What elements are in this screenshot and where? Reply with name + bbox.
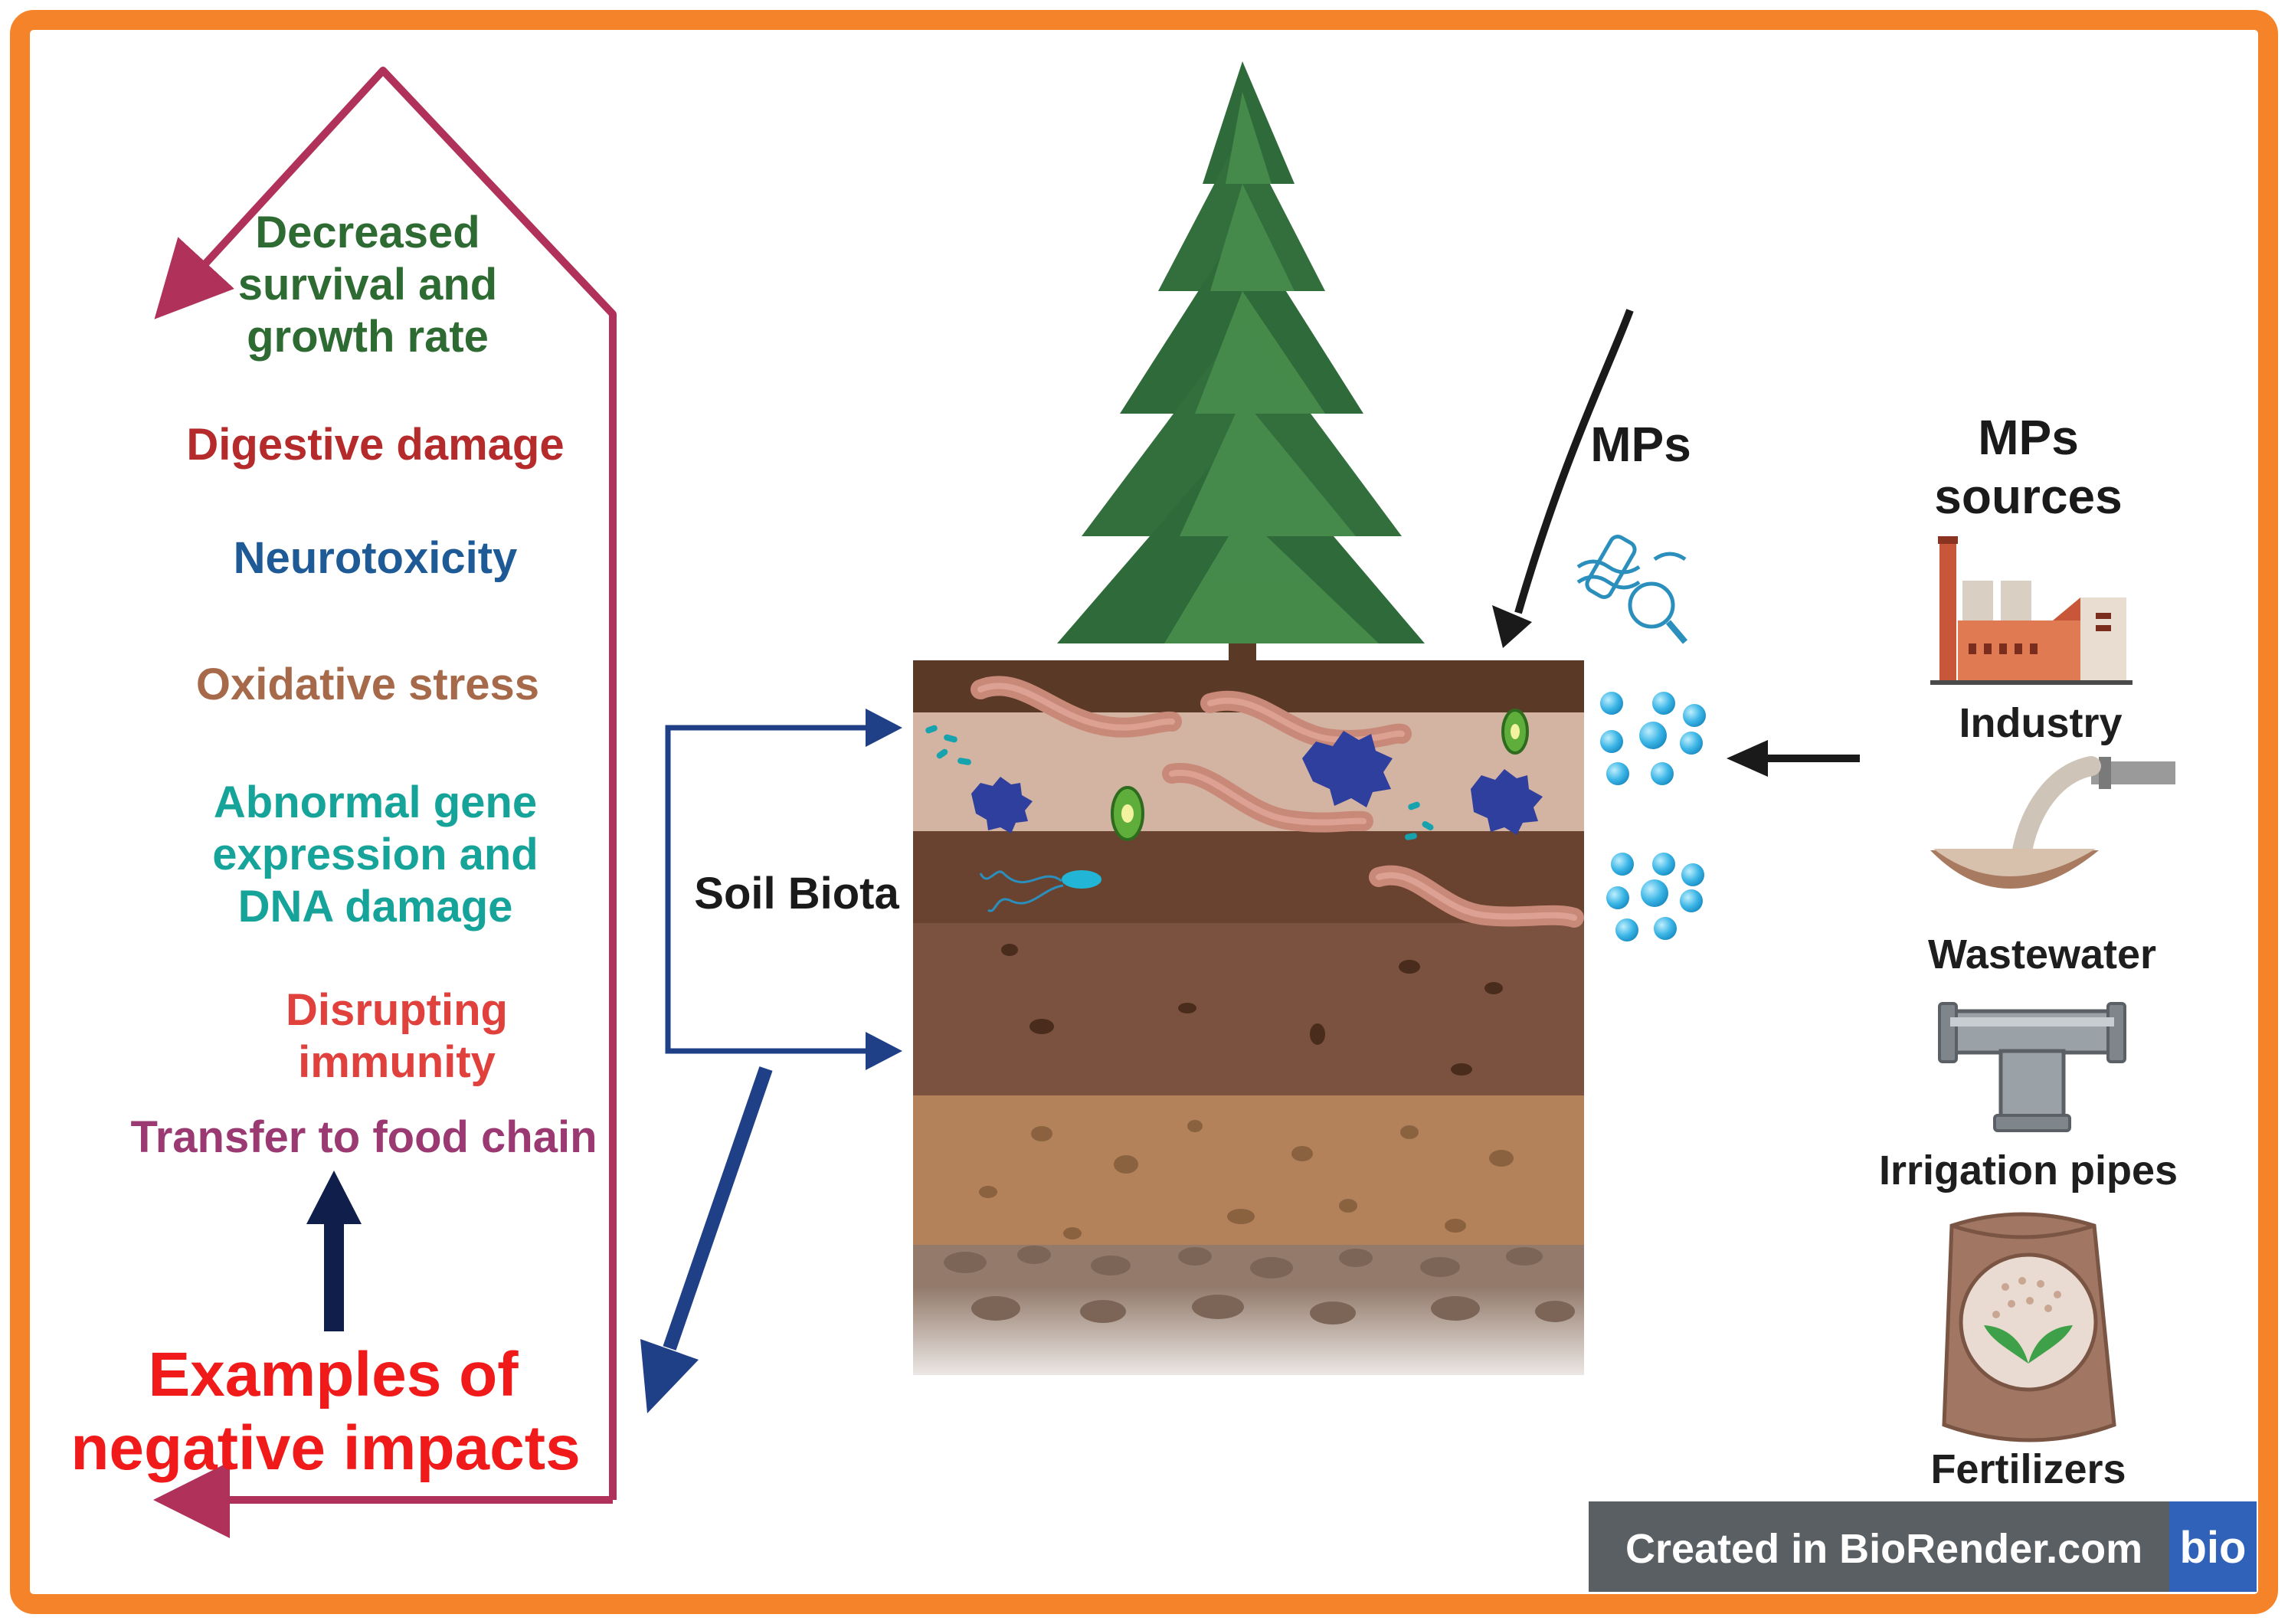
impact-immunity-line1: Disrupting (286, 985, 508, 1035)
impact-decreased-line2: survival and (238, 260, 497, 309)
soil-profile (913, 660, 1584, 1394)
tree-icon (1057, 61, 1425, 671)
frame-border (10, 10, 2278, 1614)
sources-title-line1: MPs (1978, 410, 2079, 465)
source-irrigation-label: Irrigation pipes (1879, 1148, 2178, 1193)
impact-decreased-survival: Decreased survival and growth rate (238, 208, 497, 362)
impact-digestive-damage: Digestive damage (186, 420, 564, 470)
fertilizer-bag-icon (1942, 1212, 2116, 1442)
impact-gene-line1: Abnormal gene (214, 778, 537, 827)
microplastic-particles (1600, 692, 1706, 941)
impact-immunity-line2: immunity (298, 1037, 496, 1087)
impacts-title-line2: negative impacts (70, 1413, 580, 1483)
impact-decreased-line1: Decreased (255, 208, 480, 257)
impact-gene-line2: expression and (212, 830, 538, 879)
soil-biota-label: Soil Biota (694, 869, 899, 918)
bracket-arrowhead-top (866, 709, 902, 747)
source-industry-label: Industry (1959, 700, 2122, 746)
factory-icon (1930, 536, 2133, 685)
mps-falling-arrow (1492, 309, 1634, 648)
impact-decreased-line3: growth rate (247, 312, 489, 362)
impacts-title-line1: Examples of (148, 1340, 519, 1410)
mps-label: MPs (1590, 417, 1691, 472)
sources-arrow (1727, 740, 1860, 777)
badge-logo: bio (2180, 1523, 2247, 1573)
impact-arrow (153, 67, 617, 1538)
earthworm-icon (971, 676, 1584, 928)
navy-return-arrow (640, 1066, 773, 1413)
source-fertilizers-label: Fertilizers (1930, 1446, 2126, 1492)
microbe-icon (925, 709, 1543, 912)
soil-biota-bracket (665, 725, 896, 1054)
svg-text:Created in BioRender.com: Created in BioRender.com (1625, 1526, 2142, 1572)
impact-gene-dna: Abnormal gene expression and DNA damage (212, 778, 538, 932)
wastewater-icon (1930, 756, 2175, 889)
impact-immunity: Disrupting immunity (286, 985, 508, 1087)
food-chain-up-arrow (306, 1171, 362, 1331)
pipe-icon (1938, 1002, 2126, 1132)
badge-prefix: Created in (1625, 1526, 1839, 1572)
badge-brand: BioRender.com (1839, 1526, 2142, 1572)
bracket-arrowhead-bottom (866, 1032, 902, 1070)
impact-neurotoxicity: Neurotoxicity (234, 533, 518, 583)
biorender-badge: Created in BioRender.com bio (1589, 1501, 2257, 1592)
impact-gene-line3: DNA damage (238, 882, 513, 932)
source-wastewater-label: Wastewater (1928, 932, 2156, 977)
sources-title-line2: sources (1934, 469, 2122, 524)
plastic-bottle-icon (1576, 535, 1688, 644)
impact-food-chain: Transfer to food chain (130, 1112, 597, 1162)
impact-oxidative-stress: Oxidative stress (196, 660, 539, 709)
